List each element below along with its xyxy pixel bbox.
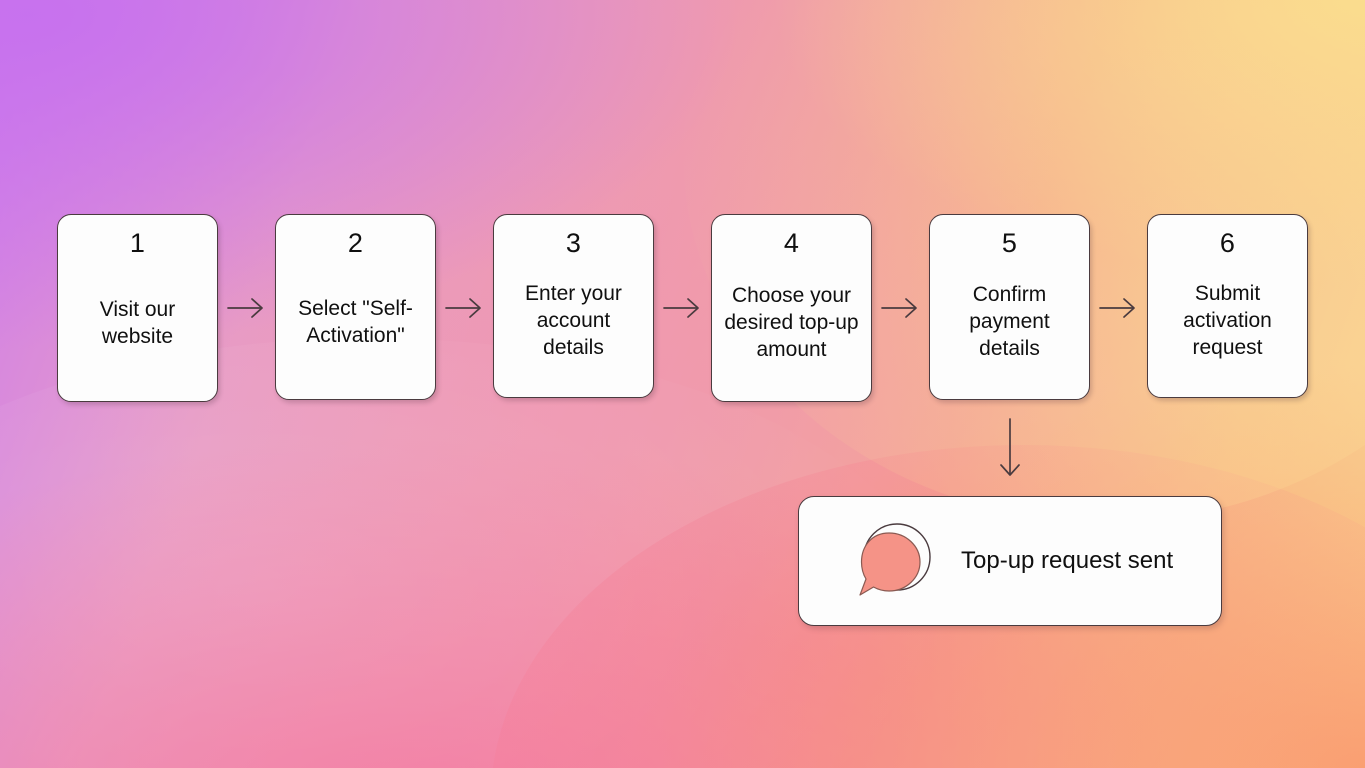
step-label: Enter your account details xyxy=(525,282,622,360)
step-card-3[interactable]: 3 Enter your account details xyxy=(493,214,654,398)
speech-bubble-icon xyxy=(851,519,935,603)
step-number: 1 xyxy=(129,228,146,258)
step-card-4[interactable]: 4 Choose your desired top-up amount xyxy=(711,214,872,402)
arrow-down-icon xyxy=(995,412,1025,490)
step-card-5[interactable]: 5 Confirm payment details xyxy=(929,214,1090,400)
step-card-1[interactable]: 1 Visit our website xyxy=(57,214,218,402)
step-label: Visit our website xyxy=(99,297,176,348)
step-number: 5 xyxy=(1001,228,1018,258)
arrow-right-icon-4 xyxy=(872,214,929,402)
arrow-right-icon-1 xyxy=(218,214,275,402)
step-card-6[interactable]: 6 Submit activation request xyxy=(1147,214,1308,398)
notification-text: Top-up request sent xyxy=(961,547,1174,574)
arrow-right-icon-3 xyxy=(654,214,711,402)
process-flow-row: 1 Visit our website 2 Select "Self-Activ… xyxy=(0,214,1365,406)
step-number: 6 xyxy=(1219,228,1236,258)
step-number: 2 xyxy=(347,228,364,258)
step-label: Submit activation request xyxy=(1183,282,1272,360)
step-number: 4 xyxy=(783,228,800,258)
step-card-2[interactable]: 2 Select "Self-Activation" xyxy=(275,214,436,400)
step-number: 3 xyxy=(565,228,582,258)
notification-card[interactable]: Top-up request sent xyxy=(798,496,1222,626)
step-label: Select "Self-Activation" xyxy=(298,296,413,347)
step-label: Choose your desired top-up amount xyxy=(724,284,859,362)
arrow-right-icon-5 xyxy=(1090,214,1147,402)
step-label: Confirm payment details xyxy=(969,283,1050,361)
arrow-right-icon-2 xyxy=(436,214,493,402)
